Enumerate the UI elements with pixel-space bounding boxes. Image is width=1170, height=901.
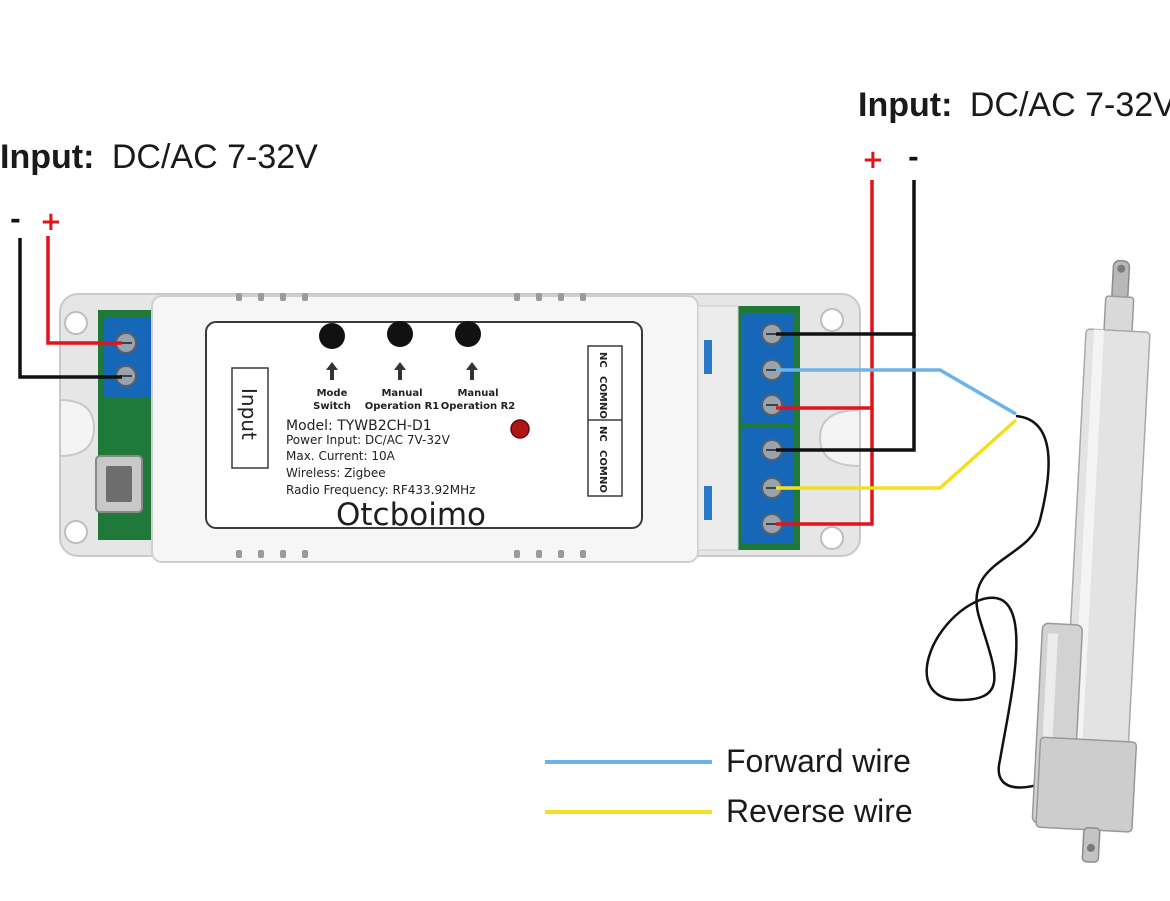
- relay2-no: NO: [597, 476, 608, 493]
- relay1-com: COM: [597, 376, 608, 402]
- mode-switch-button[interactable]: [319, 323, 345, 349]
- right-red-wire-b: [776, 408, 874, 526]
- right-input-minus: -: [908, 143, 919, 173]
- model-text: Model: TYWB2CH-D1: [286, 418, 432, 434]
- left-black-wire: [18, 238, 122, 379]
- right-input-plus: +: [862, 145, 884, 175]
- usb-port-icon: [95, 455, 143, 513]
- actuator-cable: [925, 414, 1071, 789]
- button-3-line2: Operation R2: [441, 401, 516, 412]
- relay-label-strip: [587, 345, 623, 497]
- brand-name: Otcboimo: [336, 497, 486, 533]
- input-tag: Input: [237, 388, 261, 440]
- button-2-line2: Operation R1: [365, 401, 440, 412]
- button-3-line1: Manual: [457, 388, 498, 399]
- forward-wire-line: [776, 368, 1017, 416]
- right-black-wire-b: [776, 334, 916, 452]
- label-plate: [205, 321, 643, 529]
- relay2-com: COM: [597, 450, 608, 476]
- linear-actuator-icon: [1031, 259, 1151, 863]
- legend-reverse-label: Reverse wire: [726, 793, 913, 829]
- relay-module: Input Mode Switch Manual Operation R1 Ma…: [59, 293, 861, 563]
- relay2-nc: NC: [597, 426, 608, 442]
- button-2-line1: Manual: [381, 388, 422, 399]
- manual-r1-button[interactable]: [387, 321, 413, 347]
- left-input-plus: +: [40, 207, 62, 237]
- left-red-wire: [46, 236, 122, 345]
- button-1-line2: Switch: [313, 401, 351, 412]
- button-1-line1: Mode: [317, 388, 348, 399]
- left-input-minus: -: [10, 205, 21, 235]
- manual-r2-button[interactable]: [455, 321, 481, 347]
- wireless-text: Wireless: Zigbee: [286, 466, 386, 480]
- radio-frequency-text: Radio Frequency: RF433.92MHz: [286, 483, 475, 497]
- led-indicator-icon: [510, 419, 530, 439]
- input-tag-box: [231, 367, 269, 469]
- max-current-text: Max. Current: 10A: [286, 449, 396, 463]
- reverse-wire-line: [776, 418, 1018, 490]
- relay1-no: NO: [597, 402, 608, 419]
- arrow-up-icon: [326, 362, 478, 380]
- legend-forward-label: Forward wire: [726, 743, 911, 779]
- power-input-text: Power Input: DC/AC 7V-32V: [286, 433, 451, 447]
- right-input-label: Input: DC/AC 7-32V: [858, 86, 1170, 124]
- legend: Forward wire Reverse wire: [545, 743, 913, 829]
- relay1-nc: NC: [597, 352, 608, 368]
- left-input-label: Input: DC/AC 7-32V: [0, 138, 318, 176]
